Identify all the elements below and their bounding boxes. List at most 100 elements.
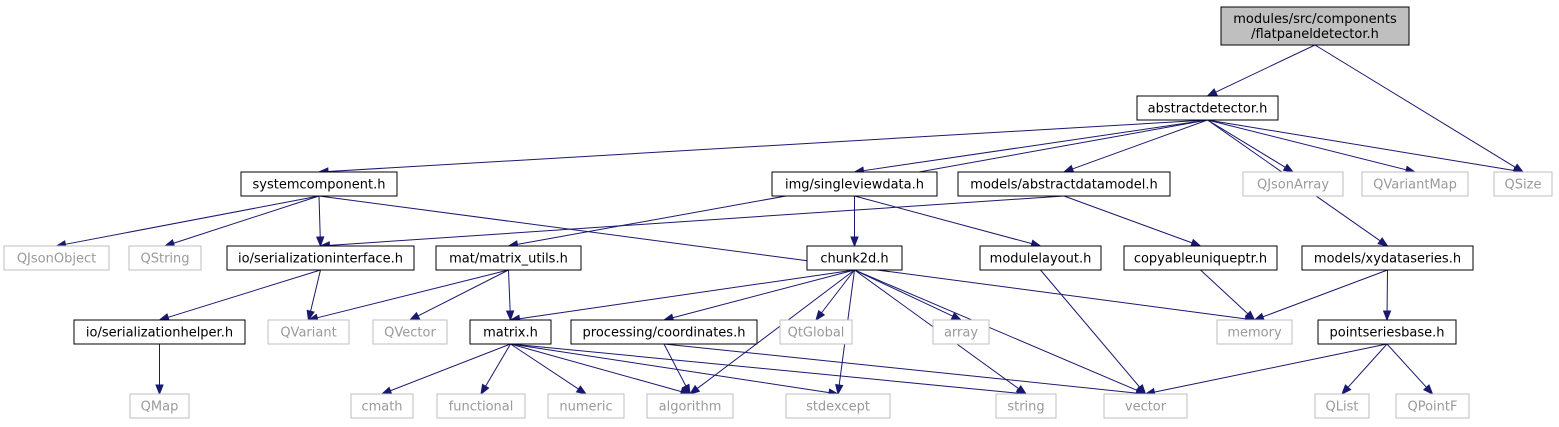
- node-box: [226, 245, 415, 271]
- node-memory: memory: [1216, 319, 1293, 345]
- edge-arrowhead: [1341, 384, 1352, 396]
- node-copyableuniqueptr[interactable]: copyableuniqueptr.h: [1123, 245, 1278, 271]
- node-label: io/serializationinterface.h: [238, 252, 403, 267]
- edge-line: [1207, 119, 1515, 172]
- node-xydataseries[interactable]: models/xydataseries.h: [1301, 245, 1474, 271]
- edge-line: [1215, 44, 1316, 93]
- edge-pointseriesbase-to-qlist: [1341, 343, 1388, 396]
- node-label: processing/coordinates.h: [583, 326, 746, 341]
- node-label: models/xydataseries.h: [1314, 252, 1461, 267]
- edge-copyableuniqueptr-to-memory: [1200, 269, 1256, 321]
- node-box: [267, 319, 350, 345]
- edge-arrowhead: [505, 310, 515, 322]
- node-label: QtGlobal: [788, 326, 845, 341]
- node-algorithm: algorithm: [646, 393, 734, 419]
- edge-arrowhead: [1422, 384, 1434, 396]
- node-pointseriesbase[interactable]: pointseriesbase.h: [1317, 319, 1457, 345]
- edge-pointseriesbase-to-qpointf: [1386, 343, 1434, 396]
- edge-line: [1314, 44, 1516, 168]
- node-qmap: QMap: [129, 393, 190, 419]
- edge-line: [1386, 343, 1427, 388]
- node-box: [1493, 171, 1553, 197]
- node-label: models/abstractdatamodel.h: [970, 178, 1157, 193]
- edge-coordinates-to-algorithm: [663, 343, 691, 396]
- edge-abstractdetector-to-qvariantmap: [1207, 119, 1417, 174]
- node-box: [1242, 171, 1344, 197]
- node-box: [932, 319, 990, 345]
- node-singleviewdata[interactable]: img/singleviewdata.h: [771, 171, 938, 197]
- node-coordinates[interactable]: processing/coordinates.h: [570, 319, 758, 345]
- edge-chunk2d-to-array: [854, 269, 963, 321]
- node-systemcomponent[interactable]: systemcomponent.h: [240, 171, 398, 197]
- edge-arrowhead: [1190, 238, 1202, 247]
- node-box: [3, 245, 110, 271]
- edge-systemcomponent-to-serializationinterface: [315, 195, 325, 248]
- edge-line: [510, 343, 682, 393]
- node-chunk2d[interactable]: chunk2d.h: [806, 245, 903, 271]
- node-label: QString: [140, 252, 189, 267]
- edge-line: [318, 195, 1246, 320]
- node-box: [779, 319, 853, 345]
- node-box: [435, 245, 582, 271]
- edge-arrowhead: [1282, 163, 1295, 173]
- node-array: array: [932, 319, 990, 345]
- edge-serializationhelper-to-qmap: [155, 344, 164, 396]
- edge-line: [663, 343, 1137, 394]
- edge-matrix-to-cmath: [380, 343, 511, 395]
- node-box: [806, 245, 903, 271]
- node-box: [570, 319, 758, 345]
- node-label: modules/src/components: [1233, 12, 1397, 27]
- node-abstractdetector[interactable]: abstractdetector.h: [1136, 95, 1279, 121]
- edge-line: [519, 269, 855, 320]
- edge-line: [508, 269, 511, 312]
- edge-matrix-utils-to-qvector: [408, 269, 509, 321]
- node-label: QVariantMap: [1373, 178, 1457, 193]
- node-matrix-utils[interactable]: mat/matrix_utils.h: [435, 245, 582, 271]
- edge-abstractdetector-to-qjsonarray: [1207, 119, 1295, 173]
- edge-matrix-utils-to-qvariant: [307, 269, 509, 322]
- node-label: QVariant: [280, 326, 336, 341]
- node-label: QVector: [384, 326, 436, 341]
- node-serializationinterface[interactable]: io/serializationinterface.h: [226, 245, 415, 271]
- node-box: [1103, 393, 1188, 419]
- edge-arrowhead: [950, 312, 963, 321]
- edge-pointseriesbase-to-vector: [1144, 343, 1388, 397]
- node-serializationhelper[interactable]: io/serializationhelper.h: [73, 319, 246, 345]
- node-label: functional: [449, 400, 514, 415]
- edge-matrix-to-stdexcept: [510, 343, 840, 397]
- edge-line: [317, 269, 509, 319]
- edge-line: [854, 269, 954, 317]
- edge-arrowhead: [1382, 310, 1392, 322]
- node-box: [1301, 245, 1474, 271]
- node-modulelayout[interactable]: modulelayout.h: [979, 245, 1102, 271]
- edge-line: [327, 119, 1208, 172]
- node-matrix[interactable]: matrix.h: [469, 319, 552, 345]
- edge-line: [310, 269, 321, 312]
- node-label: systemcomponent.h: [253, 178, 386, 193]
- edge-arrowhead: [850, 236, 859, 248]
- edge-xydataseries-to-memory: [1253, 269, 1388, 321]
- node-label: QMap: [141, 400, 179, 415]
- edge-line: [173, 195, 320, 244]
- node-label: copyableuniqueptr.h: [1134, 252, 1267, 267]
- node-box: [1123, 245, 1278, 271]
- node-box: [995, 393, 1057, 419]
- node-label: QJsonObject: [17, 252, 96, 267]
- node-label: numeric: [559, 400, 612, 415]
- edge-arrowhead: [1244, 310, 1256, 321]
- edge-arrowhead: [1377, 237, 1389, 247]
- node-flatpaneldetector[interactable]: modules/src/components/flatpaneldetector…: [1220, 6, 1410, 46]
- edge-line: [1154, 343, 1388, 393]
- node-label: memory: [1227, 326, 1282, 341]
- edge-abstractdetector-to-systemcomponent: [317, 119, 1208, 176]
- edge-arrowhead: [688, 384, 701, 395]
- node-qpointf: QPointF: [1395, 393, 1470, 419]
- edge-line: [1207, 119, 1407, 171]
- node-layer: modules/src/components/flatpaneldetector…: [3, 6, 1553, 419]
- node-abstractdatamodel[interactable]: models/abstractdatamodel.h: [957, 171, 1171, 197]
- edge-arrowhead: [306, 309, 315, 322]
- edge-line: [696, 269, 855, 389]
- node-label: array: [944, 326, 978, 341]
- node-box: [240, 171, 398, 197]
- edge-line: [821, 269, 855, 314]
